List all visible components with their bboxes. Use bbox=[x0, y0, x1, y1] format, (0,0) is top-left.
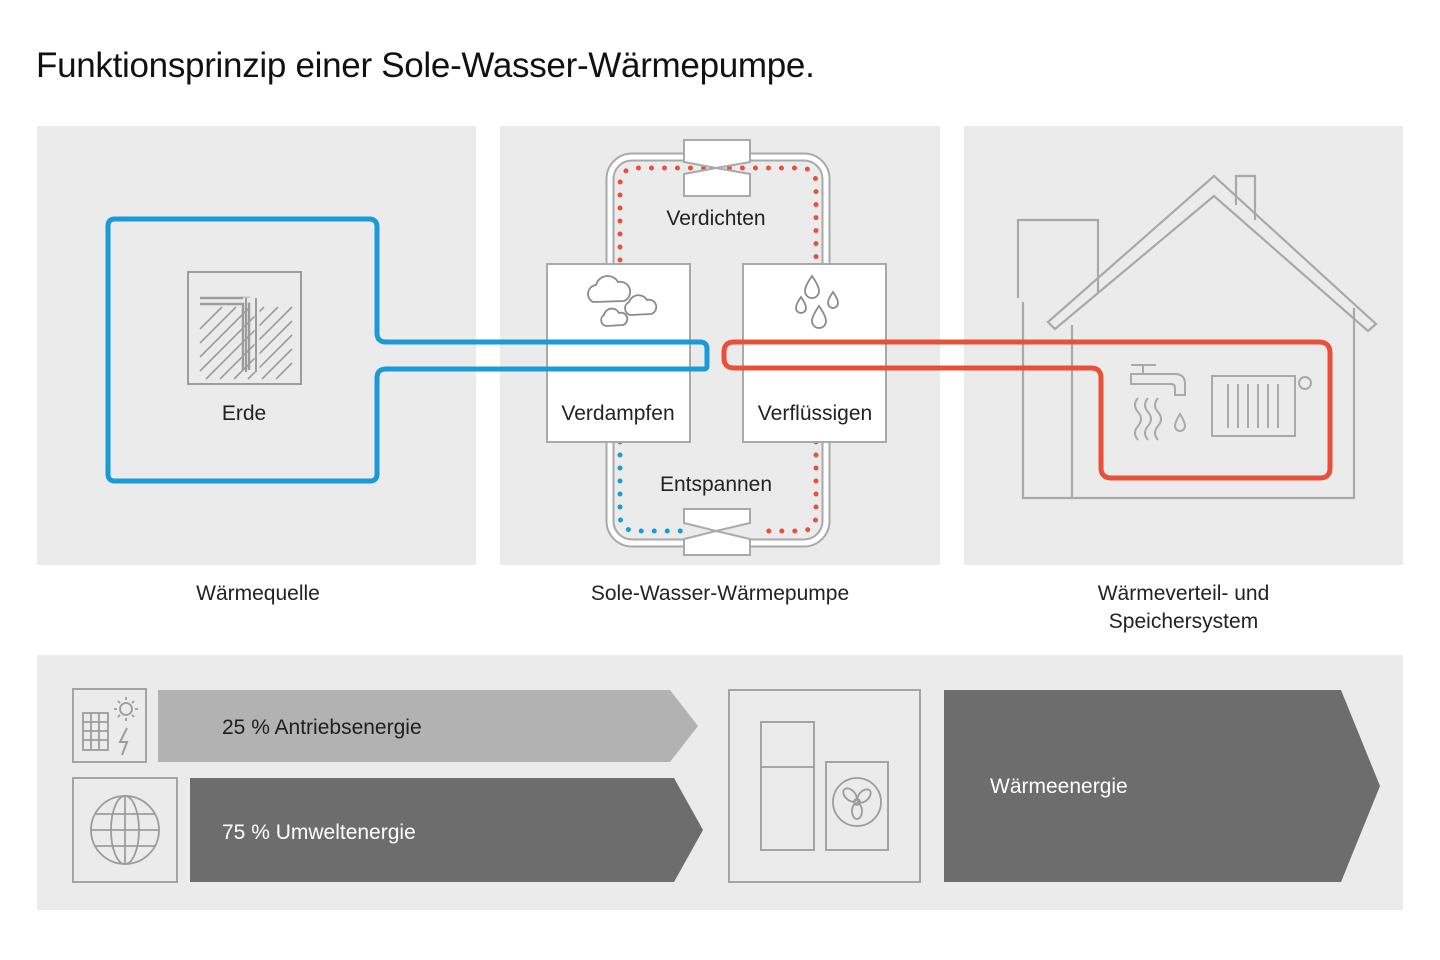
brine-loop bbox=[105, 216, 710, 484]
distribution-panel bbox=[964, 126, 1403, 565]
stage-compress-label: Verdichten bbox=[666, 207, 765, 230]
drive-energy-label: 25 % Antriebsenergie bbox=[222, 716, 422, 739]
environment-energy-arrow bbox=[190, 778, 703, 882]
lightning-icon bbox=[118, 727, 129, 756]
fan-icon bbox=[832, 777, 882, 827]
radiator-icon bbox=[1211, 375, 1312, 437]
faucet-icon bbox=[1130, 364, 1187, 441]
heat-pump-caption: Sole-Wasser-Wärmepumpe bbox=[590, 582, 850, 605]
compressor-icon bbox=[683, 139, 751, 197]
solar-panel-icon bbox=[72, 688, 147, 763]
condenser-box bbox=[742, 263, 887, 443]
stage-expand-label: Entspannen bbox=[660, 473, 772, 496]
distribution-caption: Wärmeverteil- und Speichersystem bbox=[964, 580, 1403, 636]
sun-icon bbox=[114, 697, 138, 721]
distribution-caption-line2: Speichersystem bbox=[1108, 610, 1259, 633]
evaporator-box bbox=[546, 263, 691, 443]
distribution-caption-line1: Wärmeverteil- und bbox=[1097, 582, 1270, 605]
heat-source-caption: Wärmequelle bbox=[196, 582, 320, 605]
droplets-icon bbox=[795, 274, 839, 329]
heat-pump-unit-icon bbox=[728, 689, 921, 883]
house-icon bbox=[1016, 174, 1378, 500]
expansion-valve-icon bbox=[683, 508, 751, 556]
stage-evaporate-label: Verdampfen bbox=[561, 402, 674, 425]
heating-loop bbox=[721, 339, 1333, 481]
cloud-icon bbox=[587, 275, 658, 327]
stage-condense-label: Verflüssigen bbox=[758, 402, 872, 425]
ground-probe-icon bbox=[187, 271, 302, 385]
drive-energy-arrow bbox=[158, 690, 698, 762]
environment-energy-label: 75 % Umweltenergie bbox=[222, 821, 416, 844]
heat-energy-arrow bbox=[944, 690, 1380, 882]
globe-icon bbox=[72, 777, 178, 883]
heat-energy-label: Wärmeenergie bbox=[990, 775, 1128, 798]
page-title: Funktionsprinzip einer Sole-Wasser-Wärme… bbox=[36, 46, 815, 85]
ground-label: Erde bbox=[222, 402, 266, 425]
